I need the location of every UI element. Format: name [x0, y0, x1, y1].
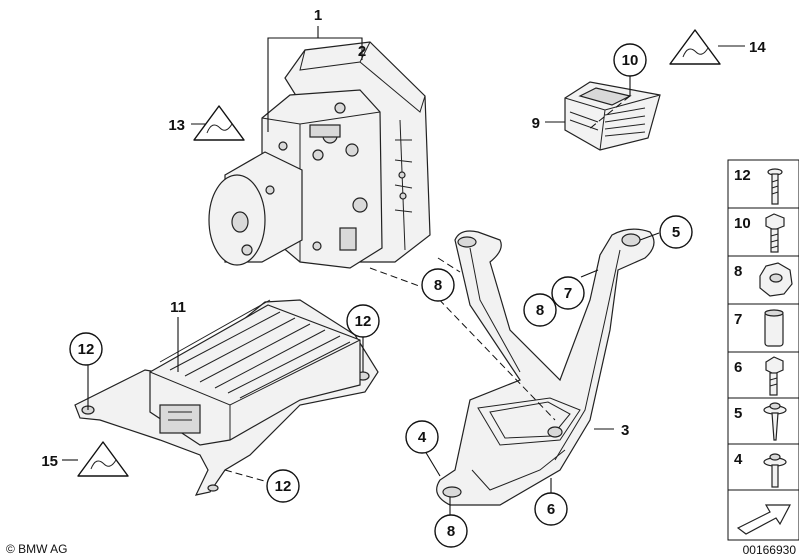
control-unit [74, 299, 379, 496]
callout-label: 12 [275, 478, 292, 495]
panel-label-8: 8 [734, 263, 742, 280]
fastener-panel: 12 10 8 7 6 5 4 [727, 159, 799, 541]
diagram-number: 00166930 [743, 543, 797, 557]
callout-label: 12 [355, 313, 372, 330]
nut-8-icon [759, 262, 793, 297]
callout-label: 8 [434, 277, 442, 294]
hydraulic-unit [208, 41, 431, 269]
callout-label: 5 [672, 224, 680, 241]
warning-triangle-icon [193, 105, 245, 141]
screw-12-icon [767, 168, 783, 205]
callout-5: 5 [659, 215, 693, 249]
warning-triangle-icon [77, 441, 129, 477]
callout-label: 8 [447, 523, 455, 540]
callout-12-left: 12 [69, 332, 103, 366]
label-15: 15 [41, 453, 58, 470]
screw-5-icon [763, 402, 787, 441]
callout-label: 10 [622, 52, 639, 69]
callout-label: 6 [547, 501, 555, 518]
callout-12-bottom: 12 [266, 469, 300, 503]
label-9: 9 [532, 115, 540, 132]
bolt-6-icon [765, 356, 784, 396]
callout-6: 6 [534, 492, 568, 526]
label-3: 3 [621, 422, 629, 439]
callout-4: 4 [405, 420, 439, 454]
panel-label-12: 12 [734, 167, 751, 184]
panel-label-5: 5 [734, 405, 742, 422]
panel-label-7: 7 [734, 311, 742, 328]
callout-12-right: 12 [346, 304, 380, 338]
label-14: 14 [749, 39, 766, 56]
callout-label: 12 [78, 341, 95, 358]
arrow-icon [736, 504, 791, 535]
callout-label: 4 [418, 429, 427, 446]
label-2: 2 [358, 43, 366, 60]
callout-label: 7 [564, 285, 572, 302]
panel-label-6: 6 [734, 359, 742, 376]
warning-triangle-icon [669, 29, 721, 65]
label-13: 13 [168, 117, 185, 134]
panel-label-4: 4 [734, 451, 743, 468]
label-1: 1 [314, 7, 322, 24]
callout-8-bottom: 8 [434, 514, 468, 548]
copyright-text: © BMW AG [6, 542, 68, 556]
callout-8-mid: 8 [523, 293, 557, 327]
sensor-module [564, 81, 661, 151]
screw-4-icon [763, 453, 787, 488]
callout-8-top: 8 [421, 268, 455, 302]
mounting-bracket [436, 228, 655, 506]
label-11: 11 [170, 299, 186, 316]
bolt-10-icon [765, 213, 785, 253]
sleeve-7-icon [764, 309, 784, 347]
callout-10: 10 [613, 43, 647, 77]
callout-label: 8 [536, 302, 544, 319]
panel-label-10: 10 [734, 215, 751, 232]
callout-7: 7 [551, 276, 585, 310]
